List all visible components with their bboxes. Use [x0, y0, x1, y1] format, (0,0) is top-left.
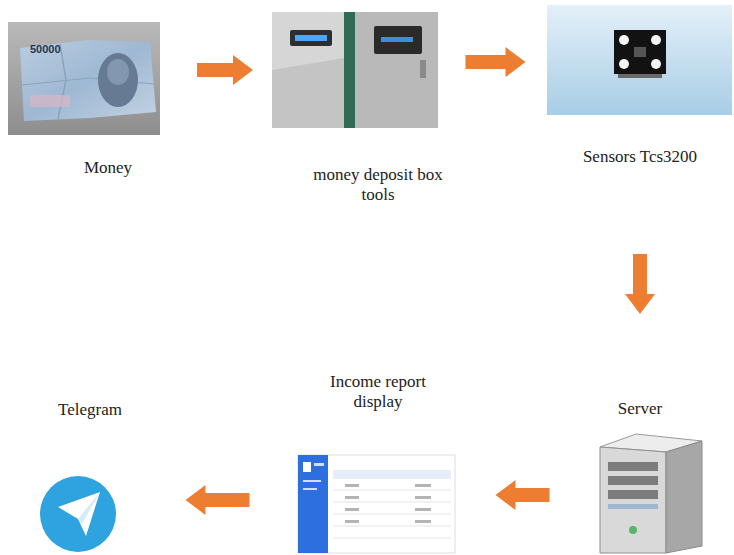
sensor-photo: [547, 5, 732, 115]
flow-arrow: [186, 485, 250, 515]
deposit-box-photo: [272, 12, 438, 128]
flow-arrow: [625, 254, 655, 314]
banknote-value: 50000: [30, 43, 61, 55]
server-node: Server: [585, 395, 710, 553]
report-screenshot: [298, 455, 455, 553]
telegram-node: Telegram: [25, 398, 140, 553]
node-label: Income report display: [318, 372, 438, 412]
sensor-node: Sensors Tcs3200: [545, 5, 732, 173]
flow-arrow: [496, 480, 550, 510]
node-label: Server: [585, 399, 695, 419]
server-picture: [600, 434, 702, 553]
node-label: Sensors Tcs3200: [555, 147, 725, 167]
money-photo: [8, 22, 160, 135]
flow-arrow: [466, 47, 526, 77]
flow-arrow: [197, 55, 253, 85]
telegram-icon: [40, 476, 116, 552]
node-label: money deposit box tools: [308, 165, 448, 205]
report-display-node: Income report display: [295, 368, 460, 553]
deposit-box-node: money deposit box tools: [270, 10, 446, 209]
node-label: Telegram: [35, 400, 145, 420]
node-label: Money: [48, 158, 168, 178]
